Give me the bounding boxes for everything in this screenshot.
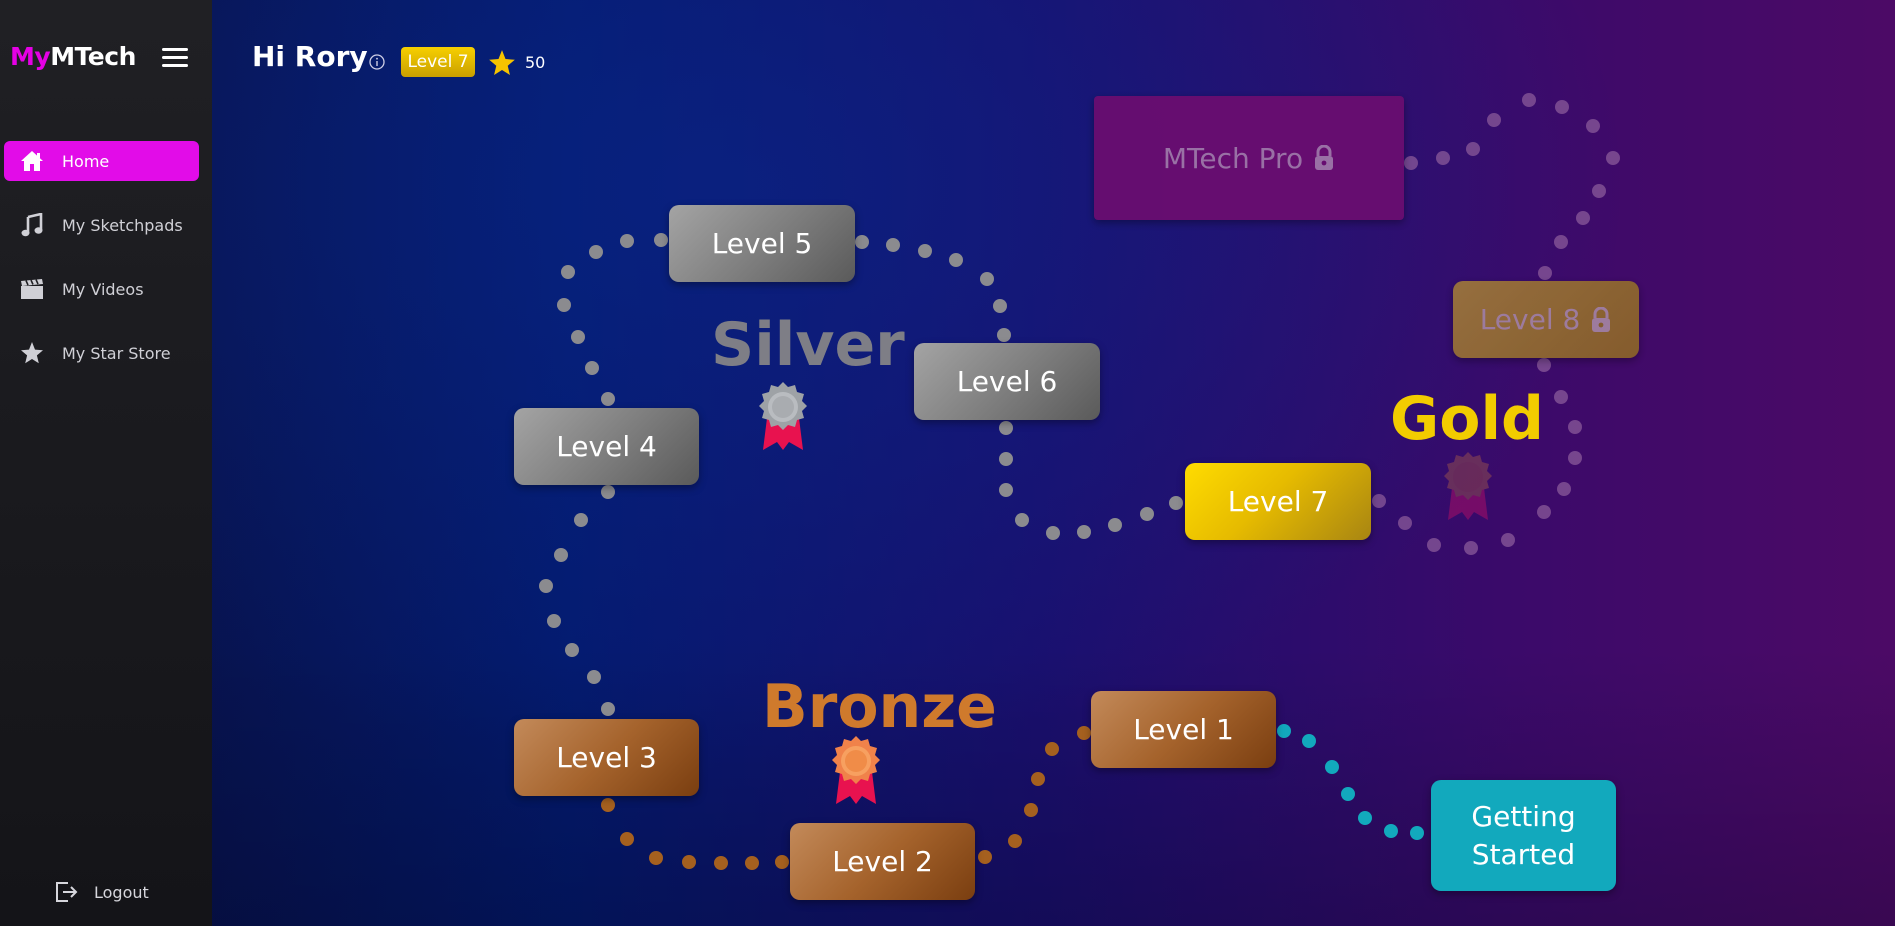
clapperboard-icon xyxy=(19,276,45,302)
music-note-icon xyxy=(19,212,45,238)
level-3-node[interactable]: Level 3 xyxy=(514,719,699,796)
level-4-node[interactable]: Level 4 xyxy=(514,408,699,485)
silver-rosette-icon xyxy=(759,382,807,450)
tier-label-bronze: Bronze xyxy=(762,672,997,742)
info-icon[interactable] xyxy=(369,54,385,70)
greeting-title: Hi Rory xyxy=(252,40,368,73)
level-8-node[interactable]: Level 8 xyxy=(1453,281,1639,358)
sidebar-item-label: My Sketchpads xyxy=(62,215,183,235)
level-8-label: Level 8 xyxy=(1479,303,1581,336)
level-5-node[interactable]: Level 5 xyxy=(669,205,855,282)
sidebar: MyMTech Home My Sketchpads My Videos xyxy=(0,0,212,926)
path-dots-silver xyxy=(539,233,1183,716)
bronze-rosette-icon xyxy=(832,736,880,804)
logout-label: Logout xyxy=(94,882,149,902)
gold-rosette-icon xyxy=(1444,452,1492,520)
level-1-node[interactable]: Level 1 xyxy=(1091,691,1276,768)
logout-icon xyxy=(54,880,78,904)
lock-icon xyxy=(1592,306,1611,332)
level-6-node[interactable]: Level 6 xyxy=(914,343,1100,420)
path-dots-gold-locked xyxy=(1372,93,1620,555)
path-dots-teal xyxy=(1277,724,1424,840)
sidebar-item-videos[interactable]: My Videos xyxy=(4,269,199,309)
logo-my: My xyxy=(10,42,51,71)
sidebar-item-label: My Videos xyxy=(62,279,144,299)
level-2-node[interactable]: Level 2 xyxy=(790,823,975,900)
lock-icon xyxy=(1315,145,1334,170)
sidebar-item-star-store[interactable]: My Star Store xyxy=(4,333,199,373)
sidebar-item-sketchpads[interactable]: My Sketchpads xyxy=(4,205,199,245)
logo-mtech: MTech xyxy=(50,42,136,71)
star-icon xyxy=(19,340,45,366)
star-icon xyxy=(488,49,516,77)
tier-label-silver: Silver xyxy=(711,310,905,380)
path-dots-bronze xyxy=(601,726,1091,870)
hamburger-menu-icon[interactable] xyxy=(162,48,188,70)
tier-label-gold: Gold xyxy=(1390,384,1544,454)
mtech-pro-node[interactable]: MTech Pro xyxy=(1094,96,1404,220)
sidebar-item-label: My Star Store xyxy=(62,343,171,363)
home-icon xyxy=(19,148,45,174)
sidebar-item-home[interactable]: Home xyxy=(4,141,199,181)
getting-started-node[interactable]: Getting Started xyxy=(1431,780,1616,891)
level-7-node[interactable]: Level 7 xyxy=(1185,463,1371,540)
sidebar-nav: Home My Sketchpads My Videos My Star Sto… xyxy=(4,141,199,397)
sidebar-item-label: Home xyxy=(62,151,110,171)
mtech-pro-label: MTech Pro xyxy=(1162,141,1304,175)
app-logo[interactable]: MyMTech xyxy=(10,42,136,71)
logout-button[interactable]: Logout xyxy=(54,880,149,904)
star-count: 50 xyxy=(525,53,546,72)
level-badge: Level 7 xyxy=(401,47,475,77)
